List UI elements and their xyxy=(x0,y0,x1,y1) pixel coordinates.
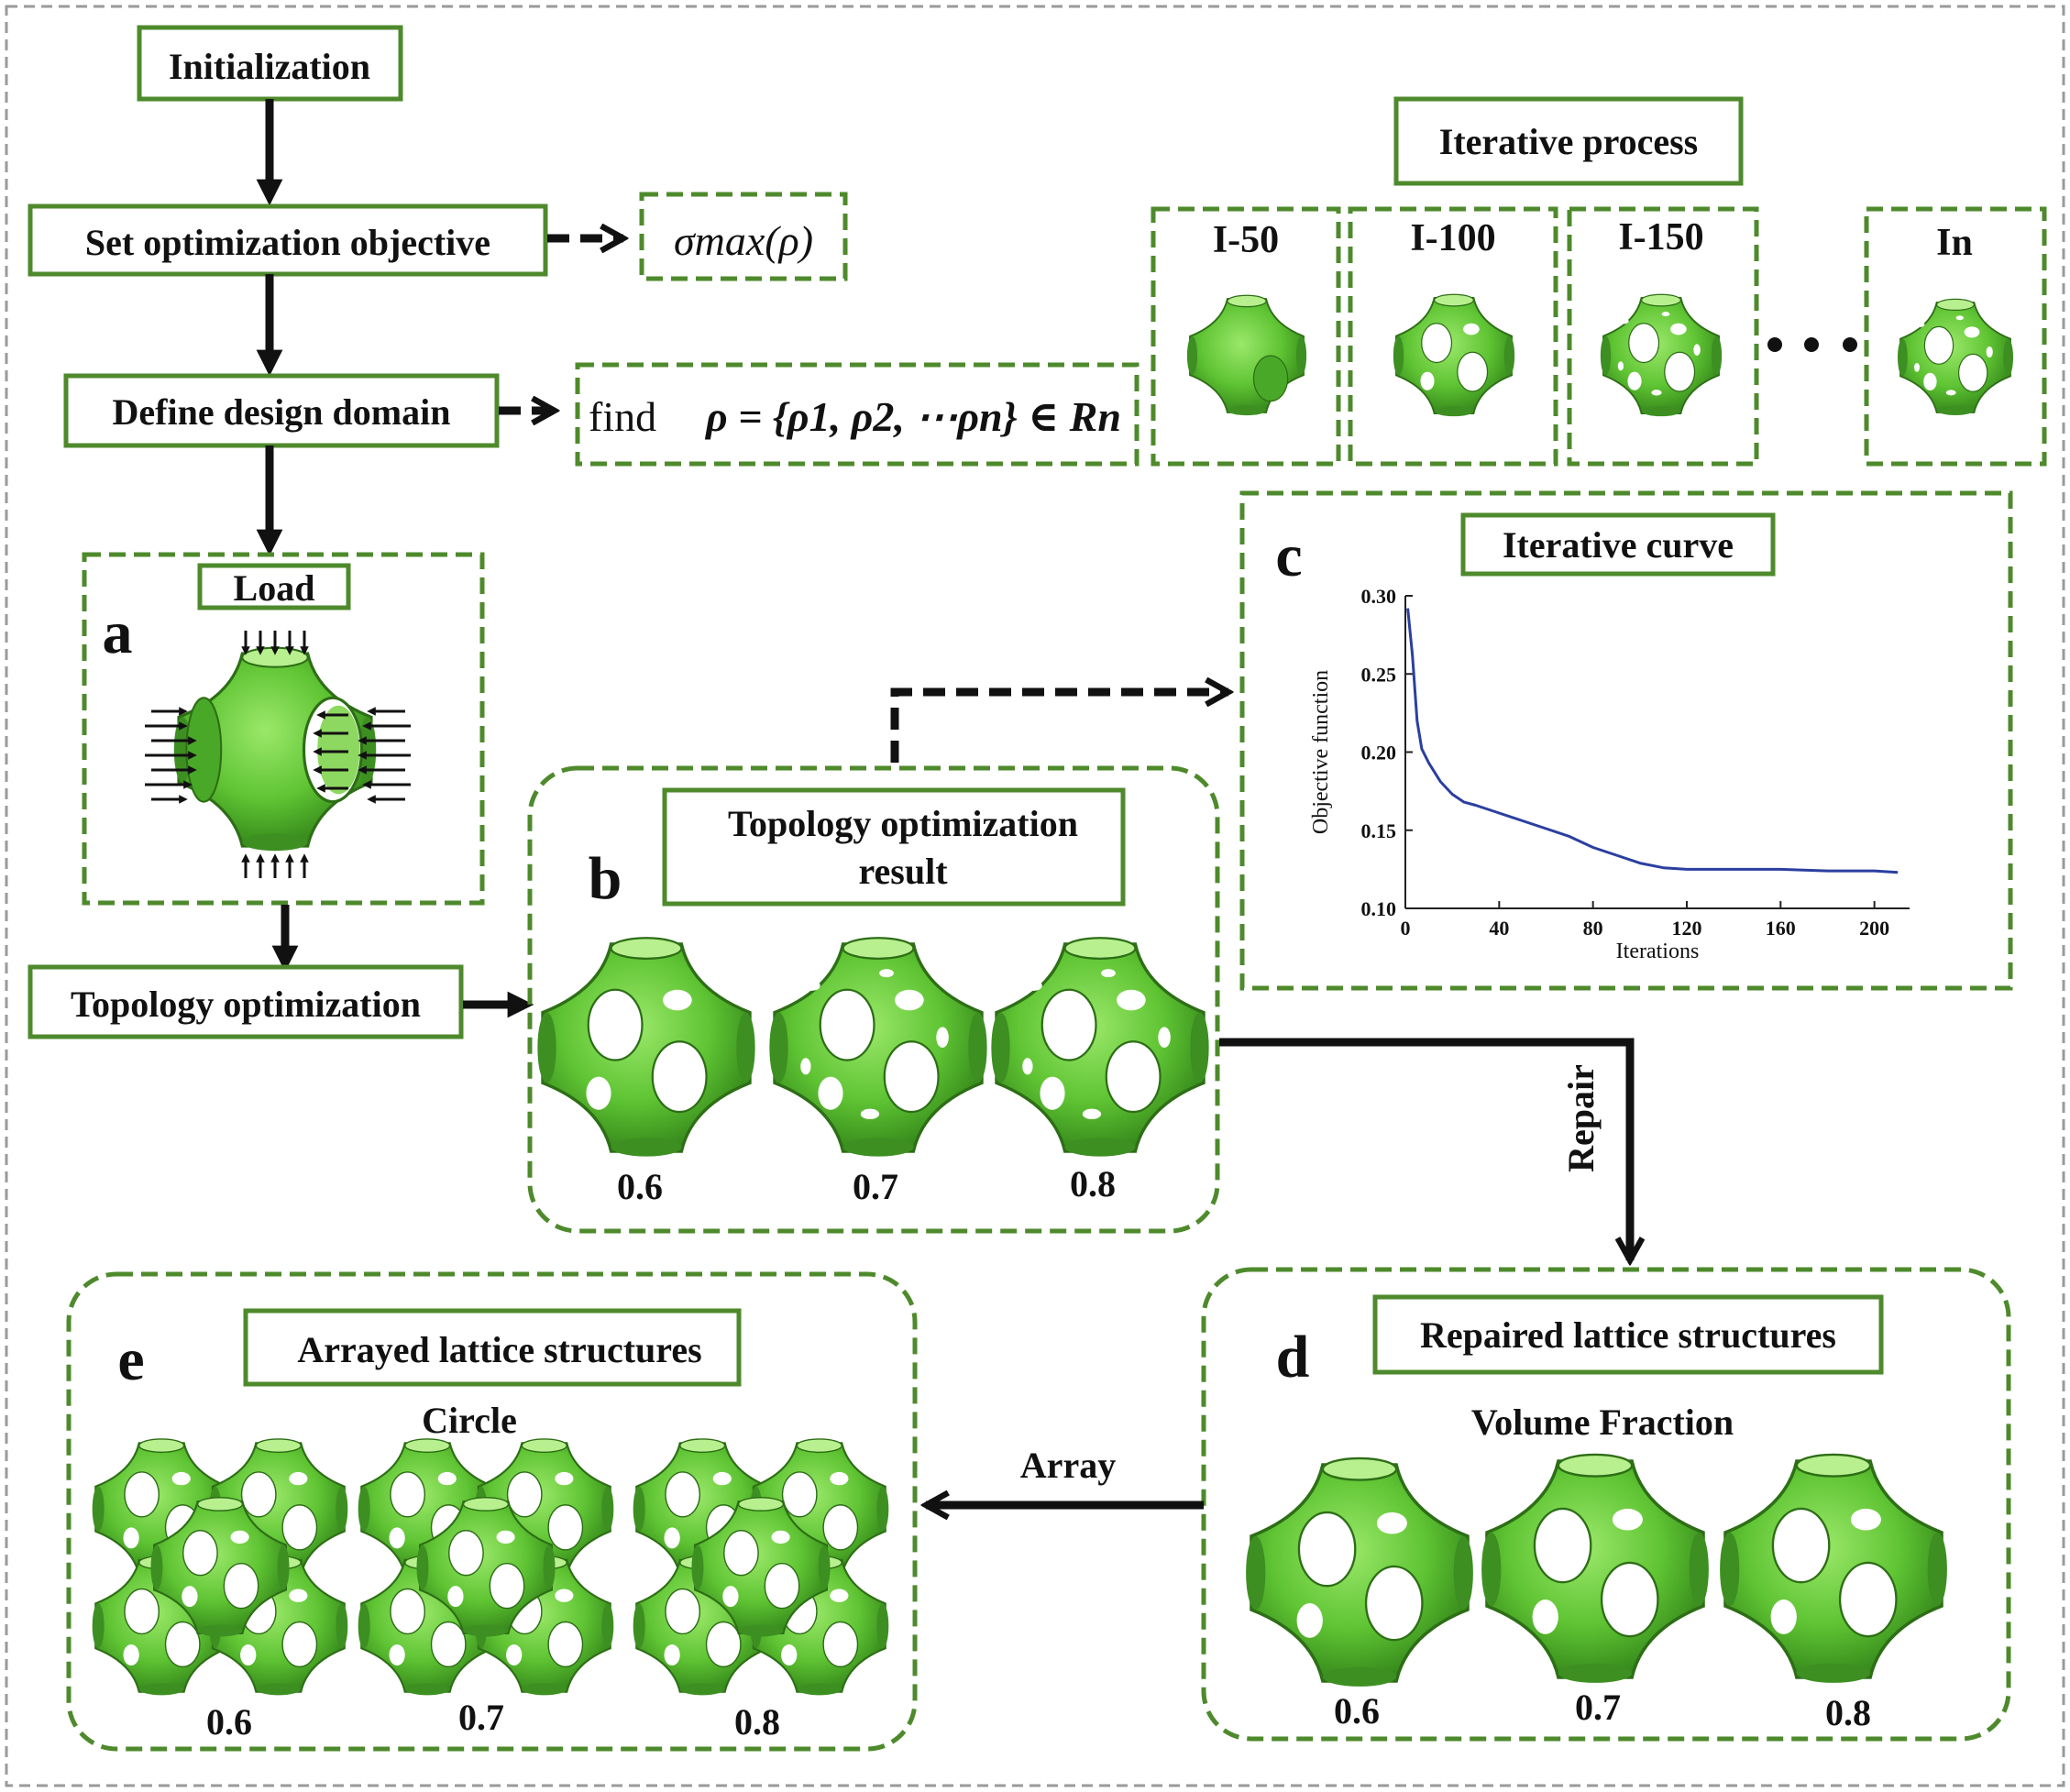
topology-optimization-box: Topology optimization xyxy=(28,964,464,1039)
panel-a-letter: a xyxy=(103,599,133,666)
iterative-process-title: Iterative process xyxy=(1439,121,1699,162)
arrayed-fraction-0-8: 0.8 xyxy=(734,1701,780,1743)
repaired-model-0-8 xyxy=(1720,1455,1947,1683)
x-tick-label-1: 40 xyxy=(1489,917,1509,940)
y-axis-label: Objective function xyxy=(1309,670,1333,834)
iterative-curve-title: Iterative curve xyxy=(1503,524,1734,566)
objective-math-box: σmax(ρ) xyxy=(639,192,848,281)
load-cell-model xyxy=(172,646,378,852)
x-tick-label-2: 80 xyxy=(1583,917,1603,940)
stage-label-i100: I-100 xyxy=(1410,217,1495,259)
result-model-0-8 xyxy=(991,938,1208,1156)
result-model-0-7 xyxy=(769,938,986,1156)
initialization-box: Initialization xyxy=(137,25,403,102)
stage-box-in xyxy=(1864,206,2047,467)
repaired-title: Repaired lattice structures xyxy=(1420,1314,1836,1356)
stage-model-i50 xyxy=(1185,294,1308,417)
repaired-fraction-0-7: 0.7 xyxy=(1575,1687,1621,1728)
arrayed-model-0-6 xyxy=(93,1439,348,1695)
set-objective-box: Set optimization objective xyxy=(28,203,548,277)
set-objective-label: Set optimization objective xyxy=(85,222,490,263)
stage-box-i50 xyxy=(1151,206,1341,467)
stage-model-i100 xyxy=(1393,294,1514,416)
result-title-line1: Topology optimization xyxy=(728,803,1078,844)
x-tick-label-4: 160 xyxy=(1766,917,1796,940)
circle-label: Circle xyxy=(422,1400,517,1441)
define-domain-label: Define design domain xyxy=(113,391,451,433)
panel-e: e Arrayed lattice structures Circle 0.6 … xyxy=(66,1271,918,1752)
volume-fraction-label: Volume Fraction xyxy=(1471,1402,1734,1443)
arrayed-title: Arrayed lattice structures xyxy=(297,1329,701,1370)
arrow-repair xyxy=(1219,1038,1630,1260)
result-title-line2: result xyxy=(858,851,948,892)
y-tick-label-1: 0.15 xyxy=(1361,819,1397,842)
stage-box-i150 xyxy=(1567,206,1759,467)
arrow-result-to-curve xyxy=(890,692,1228,763)
panel-a: Load a xyxy=(82,552,485,906)
panel-e-letter: e xyxy=(117,1326,144,1393)
result-fraction-0-7: 0.7 xyxy=(853,1166,898,1207)
repaired-model-0-6 xyxy=(1246,1458,1473,1687)
stage-model-in xyxy=(1898,299,2013,415)
x-tick-label-5: 200 xyxy=(1859,917,1889,940)
stage-model-i150 xyxy=(1601,294,1722,416)
y-tick-label-0: 0.10 xyxy=(1361,897,1397,920)
arrayed-model-0-7 xyxy=(358,1439,614,1695)
panel-c: c Iterative curve 0 40 80 120 160 200 0.10 0.15… xyxy=(1239,490,2013,991)
panel-b-letter: b xyxy=(589,845,622,912)
y-tick-label-3: 0.25 xyxy=(1361,663,1397,686)
repaired-model-0-7 xyxy=(1481,1455,1709,1683)
result-fraction-0-6: 0.6 xyxy=(617,1166,663,1207)
arrayed-fraction-0-7: 0.7 xyxy=(458,1697,504,1738)
x-tick-label-0: 0 xyxy=(1401,917,1411,940)
y-tick-label-2: 0.20 xyxy=(1361,742,1397,764)
find-math-box: find ρ = {ρ1, ρ2, ⋯ρn} ∈ Rn xyxy=(575,362,1140,467)
outer-frame xyxy=(5,5,2065,1787)
result-model-0-6 xyxy=(537,938,754,1156)
ellipsis-dots xyxy=(1767,337,1857,352)
arrayed-model-0-8 xyxy=(633,1439,889,1695)
repair-label: Repair xyxy=(1560,1064,1602,1172)
panel-d-letter: d xyxy=(1276,1324,1310,1391)
load-title: Load xyxy=(234,567,315,609)
repaired-fraction-0-6: 0.6 xyxy=(1334,1690,1380,1732)
result-fraction-0-8: 0.8 xyxy=(1070,1163,1116,1204)
objective-curve-line-0 xyxy=(1406,608,1899,874)
topology-optimization-label: Topology optimization xyxy=(71,984,421,1025)
stage-box-i100 xyxy=(1348,206,1558,467)
panel-b: b Topology optimization result 0.6 0.7 0… xyxy=(527,765,1220,1234)
iterative-curve-chart: 0 40 80 120 160 200 0.10 0.15 0.20 0.25 0.30Iterat… xyxy=(1309,585,1910,963)
x-axis-label: Iterations xyxy=(1616,940,1700,963)
panel-d: d Repaired lattice structures Volume Fra… xyxy=(1201,1267,2011,1742)
array-label: Array xyxy=(1020,1445,1116,1486)
initialization-label: Initialization xyxy=(169,46,370,87)
objective-math: σmax(ρ) xyxy=(674,217,813,264)
stage-label-i150: I-150 xyxy=(1618,216,1703,258)
stage-label-i50: I-50 xyxy=(1213,219,1279,261)
iterative-process: Iterative process I-50 I-100 I-150 In xyxy=(1151,96,2047,467)
x-tick-label-3: 120 xyxy=(1671,917,1701,940)
define-domain-box: Define design domain xyxy=(63,373,500,448)
y-tick-label-4: 0.30 xyxy=(1361,585,1397,608)
arrayed-fraction-0-6: 0.6 xyxy=(206,1701,252,1743)
repaired-fraction-0-8: 0.8 xyxy=(1825,1692,1871,1733)
stage-label-in: In xyxy=(1936,222,1973,264)
find-math: ρ = {ρ1, ρ2, ⋯ρn} ∈ Rn xyxy=(704,393,1121,440)
load-arrows xyxy=(145,631,411,878)
find-word: find xyxy=(589,393,656,440)
panel-c-letter: c xyxy=(1275,522,1302,589)
